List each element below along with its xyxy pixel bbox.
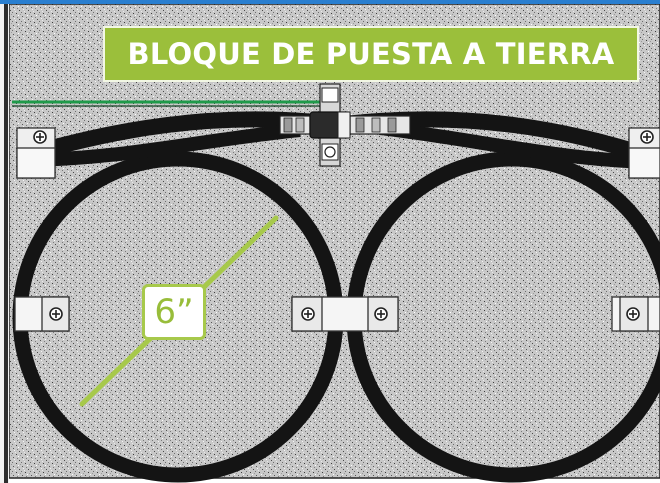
screw-icon [301, 307, 315, 321]
dimension-label-box: 6” [142, 284, 206, 340]
title-banner: BLOQUE DE PUESTA A TIERRA [103, 26, 639, 82]
screw-icon [49, 307, 63, 321]
clip-right [611, 296, 660, 332]
screw-icon [33, 130, 47, 144]
diagram-title: BLOQUE DE PUESTA A TIERRA [127, 37, 615, 71]
left-edge-line [4, 4, 8, 483]
dimension-label: 6” [154, 292, 194, 332]
cable-lower-left [19, 123, 301, 167]
screw-icon [640, 130, 654, 144]
clip-center [291, 296, 399, 332]
top-accent-bar [0, 0, 660, 4]
clip-top-left [16, 127, 56, 179]
clip-top-right [628, 127, 660, 179]
ground-block-connector-icon [279, 83, 411, 167]
gravel-panel [8, 3, 660, 479]
screw-icon [374, 307, 388, 321]
cable-lower-right [379, 121, 653, 169]
screw-icon [626, 307, 640, 321]
clip-left [14, 296, 70, 332]
